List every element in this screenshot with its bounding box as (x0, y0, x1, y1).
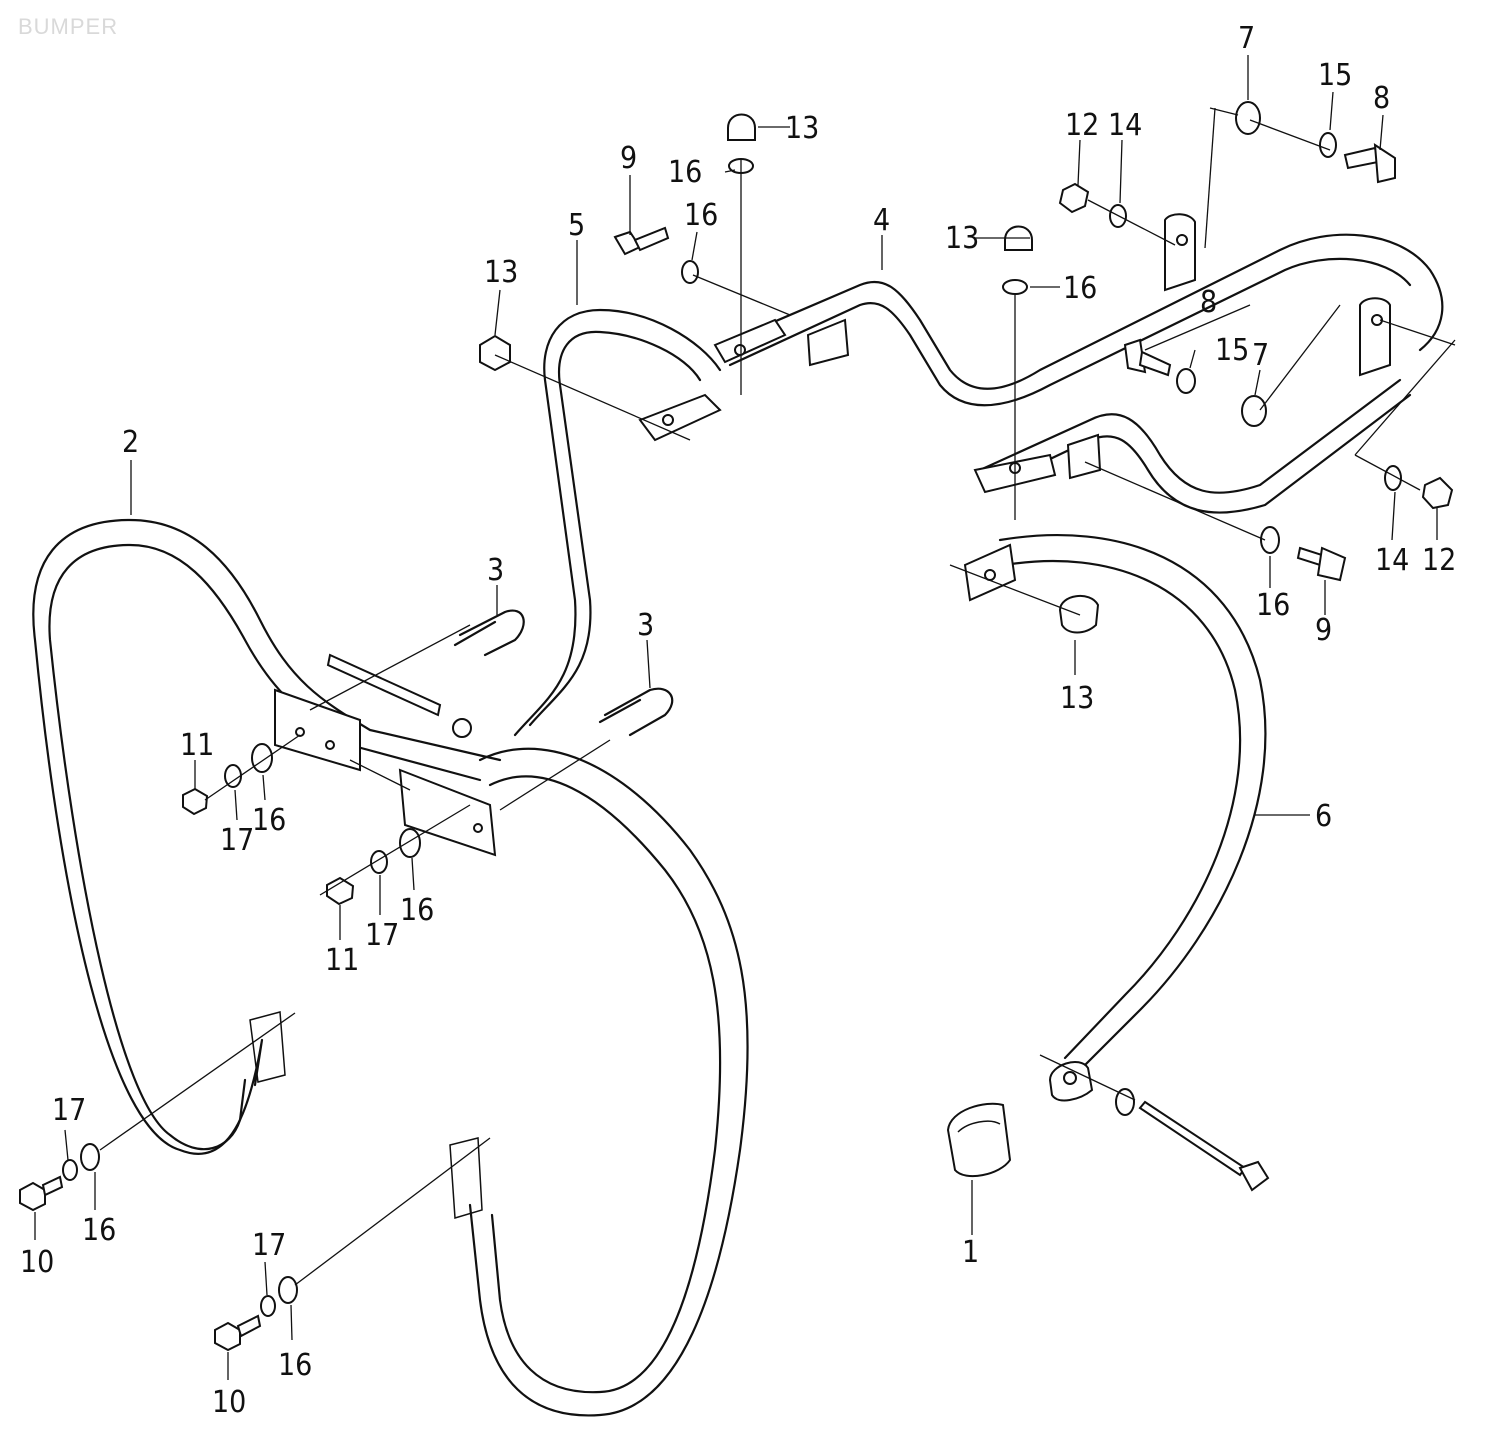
callout-17: 17 (252, 1228, 286, 1263)
callout-16: 16 (278, 1348, 312, 1383)
callout-7: 7 (1252, 338, 1269, 373)
callout-4: 4 (873, 203, 890, 238)
callout-3: 3 (637, 608, 654, 643)
callout-6: 6 (1315, 799, 1332, 834)
hardware (19, 101, 1454, 1352)
leader-lines (34, 55, 1456, 1380)
callout-16: 16 (668, 155, 702, 190)
callout-11: 11 (180, 728, 214, 763)
callout-10: 10 (212, 1385, 246, 1420)
callout-16: 16 (684, 198, 718, 233)
rear-stay (513, 308, 722, 737)
callout-14: 14 (1375, 543, 1409, 578)
callout-11: 11 (325, 943, 359, 978)
callout-9: 9 (1315, 613, 1332, 648)
callout-17: 17 (52, 1093, 86, 1128)
callout-16: 16 (1063, 271, 1097, 306)
callout-15: 15 (1318, 58, 1352, 93)
upper-cross-bar (713, 213, 1444, 514)
rear-guard-right (963, 534, 1267, 1102)
callout-12: 12 (1065, 108, 1099, 143)
callout-13: 13 (484, 255, 518, 290)
callout-13: 13 (785, 111, 819, 146)
callout-5: 5 (568, 208, 585, 243)
callout-9: 9 (620, 141, 637, 176)
callout-16: 16 (252, 803, 286, 838)
front-guard-right (449, 747, 749, 1417)
callout-13: 13 (945, 221, 979, 256)
callout-7: 7 (1238, 21, 1255, 56)
callout-16: 16 (400, 893, 434, 928)
callout-2: 2 (122, 425, 139, 460)
callout-14: 14 (1108, 108, 1142, 143)
callout-17: 17 (220, 823, 254, 858)
callout-16: 16 (1256, 588, 1290, 623)
callout-1: 1 (962, 1235, 979, 1270)
callout-12: 12 (1422, 543, 1456, 578)
callout-13: 13 (1060, 681, 1094, 716)
callout-17: 17 (365, 918, 399, 953)
clamp-assembly (274, 609, 674, 857)
watermark-text: BUMPER (18, 14, 119, 39)
callout-8: 8 (1200, 285, 1217, 320)
callout-15: 15 (1215, 333, 1249, 368)
callout-10: 10 (20, 1245, 54, 1280)
front-guard-left (32, 518, 502, 1155)
callout-16: 16 (82, 1213, 116, 1248)
callout-labels: 1 2 3 3 4 5 6 7 7 8 8 9 9 10 10 11 11 12… (20, 21, 1456, 1420)
callout-8: 8 (1373, 81, 1390, 116)
callout-3: 3 (487, 553, 504, 588)
